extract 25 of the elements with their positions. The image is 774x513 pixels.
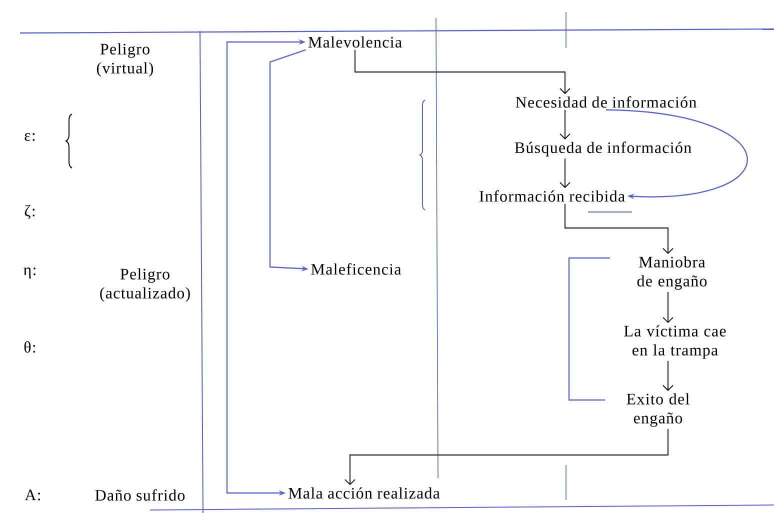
greek-label: θ: bbox=[24, 341, 36, 353]
flow-text: Malevolencia bbox=[308, 36, 402, 48]
arrow bbox=[662, 360, 674, 392]
flow-text: Exito del engaño bbox=[626, 393, 690, 427]
flow-text: Información recibida bbox=[480, 190, 625, 202]
arrow bbox=[344, 428, 668, 486]
greek-label: ε: bbox=[24, 133, 35, 141]
greek-label: η: bbox=[24, 268, 36, 278]
arrow bbox=[560, 109, 570, 140]
flow-text: Necesidad de información bbox=[516, 96, 696, 108]
stage-label: Peligro (actualizado) bbox=[100, 268, 190, 302]
stage-label: Peligro (virtual) bbox=[96, 43, 154, 77]
flow-text: Mala acción realizada bbox=[288, 487, 440, 499]
arrow bbox=[354, 49, 570, 94]
flow-text: Búsqueda de información bbox=[514, 142, 692, 156]
arrow bbox=[662, 292, 674, 324]
flow-text: La víctima cae en la trampa bbox=[624, 325, 726, 359]
flow-text: Maleficencia bbox=[311, 263, 402, 275]
greek-label: ζ: bbox=[24, 204, 35, 220]
flow-text: Maniobra de engaño bbox=[637, 256, 707, 290]
stage-label: Daño sufrido bbox=[95, 489, 185, 501]
arrow bbox=[560, 158, 570, 188]
arrow bbox=[564, 203, 674, 254]
greek-label: A: bbox=[24, 490, 40, 500]
arrow bbox=[606, 109, 748, 200]
